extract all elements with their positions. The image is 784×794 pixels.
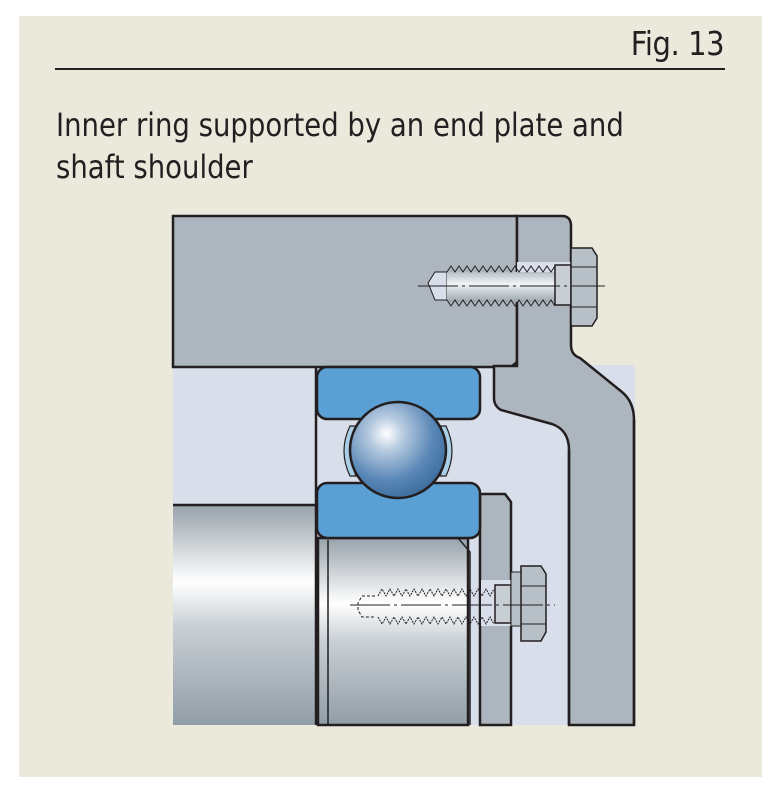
header-divider <box>55 68 725 70</box>
housing-cover <box>492 214 636 727</box>
figure-number: Fig. 13 <box>630 24 725 63</box>
bottom-bolt <box>350 565 555 642</box>
top-bolt-head <box>570 247 598 327</box>
shaft <box>173 505 320 725</box>
figure-title-line-1: Inner ring supported by an end plate and <box>56 106 624 144</box>
figure-title: Inner ring supported by an end plate and… <box>56 104 658 188</box>
housing <box>171 214 519 369</box>
shaft-shoulder <box>316 536 470 727</box>
bottom-bolt-head <box>520 565 547 642</box>
top-bolt <box>418 247 605 327</box>
figure-title-line-2: shaft shoulder <box>56 148 253 186</box>
bearing-ball <box>348 400 448 500</box>
